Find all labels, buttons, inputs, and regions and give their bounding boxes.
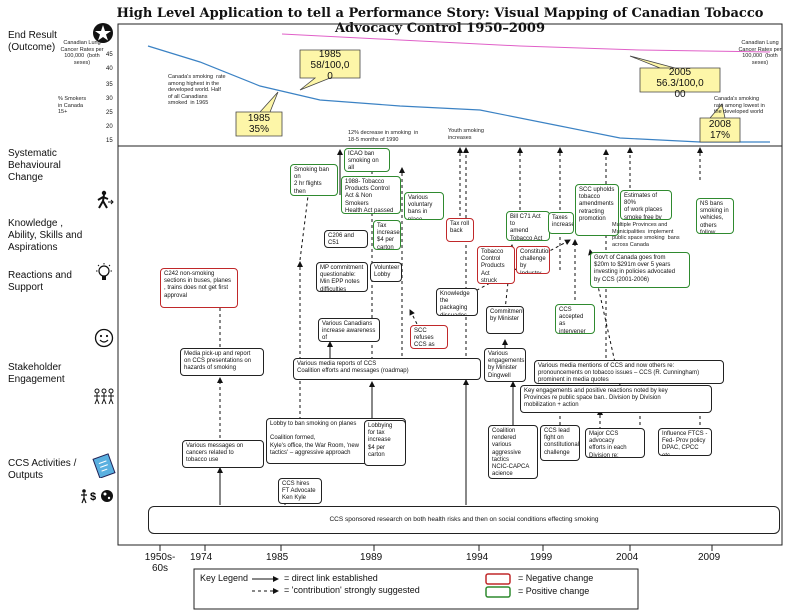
box-coalition-tactics: Coalition rendered various aggressive ta… [488,425,538,479]
smokers-axis-note: % Smokers in Canada 15+ [58,96,87,115]
page-title: High Level Application to tell a Perform… [116,6,764,36]
star-icon [93,23,113,43]
box-research: CCS sponsored research on both health ri… [148,506,780,534]
callout-2005-cancer: 2005 56.3/100,0 00 [656,67,704,100]
year-1985: 1985 [266,552,289,563]
box-media-pickup: Media pick-up and report on CCS presenta… [180,348,264,376]
clipboard-icon [92,453,116,478]
year-1950s: 1950s- 60s [144,552,176,574]
note-multiple-provinces: Multiple Provinces and Municipalities im… [612,222,680,248]
group-icon [94,388,114,405]
legend-positive: = Positive change [518,586,590,596]
box-c242: C242 non-smoking sections in buses, plan… [160,268,238,308]
box-ccs-hires: CCS hires FT Advocate Ken Kyle [278,478,322,504]
row-label-reactions: Reactions and Support [8,270,72,293]
box-lobbying-tax: Lobbying for tax increase $4 per carton [364,420,406,466]
ytick-lower-3: 20 [106,124,113,130]
box-engagements: Various engagements by Minister Dingwell [484,348,526,382]
ytick-lower-1: 30 [106,96,113,102]
ytick-upper-1: 40 [106,66,113,72]
box-smoking-ban: Smoking ban on 2 hr flights then on flig… [290,164,338,196]
note-canada-low: Canada's smoking rate among lowest in th… [714,96,765,115]
year-2004: 2004 [616,552,639,563]
year-1974: 1974 [190,552,213,563]
box-icao: ICAO ban smoking on all flights [344,148,390,172]
box-tpca-struck: Tobacco Control Products Act struck down… [477,246,515,284]
box-various-messages: Various messages on cancers related to t… [182,440,264,468]
box-media-mentions: Various media mentions of CCS and now ot… [534,360,724,384]
box-key-engagements: Key engagements and positive reactions n… [520,385,712,413]
legend-negative: = Negative change [518,573,594,583]
box-tax-increases: Tax increases $4 per carton [373,220,401,250]
cancer-axis-note-right: Canadian Lung Cancer Rates per 100,000 (… [738,40,782,66]
note-youth: Youth smoking increases [448,128,484,141]
box-commitment-minister: Commitment by Minister [486,306,524,334]
box-media-reports: Various media reports of CCS Coalition e… [293,358,481,380]
box-ccs-accepted: CCS accepted as intervener by SCC [555,304,595,334]
year-1994: 1994 [466,552,489,563]
walking-person-icon [97,190,114,209]
callout-1985-cancer: 1985 58/100,0 0 [310,49,350,82]
person-money-icon: $ [81,489,113,504]
legend-contribution: = 'contribution' strongly suggested [284,585,420,595]
box-volunteer: Volunteer Lobby [370,262,402,282]
box-scc-upholds: SCC upholds tobacco amendments retractin… [575,184,619,236]
box-constitution-challenge: Constitution challenge by Industry [516,246,550,274]
box-bill-c71: Bill C71 Act to amend Tobacco Act passed [506,211,550,241]
year-1999: 1999 [530,552,553,563]
box-scc-refuses: SCC refuses CCS as intervener [410,325,448,349]
box-ccs-lead: CCS lead fight on constitutional challen… [540,425,580,461]
cancer-axis-note-left: Canadian Lung Cancer Rates per 100,000 (… [60,40,104,66]
box-estimates: Estimates of 80% of work places smoke fr… [620,190,672,220]
box-knowledge-packaging: Knowledge the packaging dissuades teens [436,288,478,316]
row-label-behaviour: Systematic Behavioural Change [8,148,61,183]
callout-2008-smokers: 2008 17% [708,119,732,141]
box-govt-canada: Gov't of Canada goes from $20m to $291m … [590,252,690,288]
note-canada-high: Canada's smoking rate among highest in t… [168,74,226,106]
row-label-stakeholder: Stakeholder Engagement [8,362,65,385]
ytick-lower-4: 15 [106,138,113,144]
box-tax-rollback: Tax roll back [446,218,474,242]
svg-text:$: $ [90,491,96,503]
year-2009: 2009 [698,552,721,563]
row-label-knowledge: Knowledge , Ability, Skills and Aspirati… [8,218,83,253]
ytick-lower-2: 25 [106,110,113,116]
ytick-lower-0: 35 [106,82,113,88]
box-act-1988: 1988- Tobacco Products Control Act & Non… [341,176,401,214]
box-ns-bans: NS bans smoking in vehicles, others foll… [696,198,734,234]
year-1989: 1989 [360,552,383,563]
note-decrease: 12% decrease in smoking in 18-5 months o… [348,130,419,143]
row-label-end-result: End Result (Outcome) [8,30,57,53]
box-voluntary: Various voluntary bans in place [404,192,444,220]
legend-title: Key Legend [200,573,249,583]
box-major-advocacy: Major CCS advocacy efforts in each Divis… [585,428,645,458]
callout-1985-smokers: 1985 35% [247,113,271,135]
box-mp-commitment: MP commitment questionable: Min EPP note… [316,262,368,292]
legend-direct: = direct link established [284,573,378,583]
box-taxes-increase: Taxes increase [548,212,574,234]
row-label-activities: CCS Activities / Outputs [8,458,77,481]
ytick-upper-0: 45 [106,52,113,58]
smiley-icon [94,328,114,348]
box-c206: C206 and C51 introduced [324,230,368,248]
lightbulb-icon [96,263,112,280]
box-influence: Influence FTCS - Fed- Prov policy DPAC, … [658,428,712,456]
box-various-canadians: Various Canadians increase awareness of … [318,318,380,342]
